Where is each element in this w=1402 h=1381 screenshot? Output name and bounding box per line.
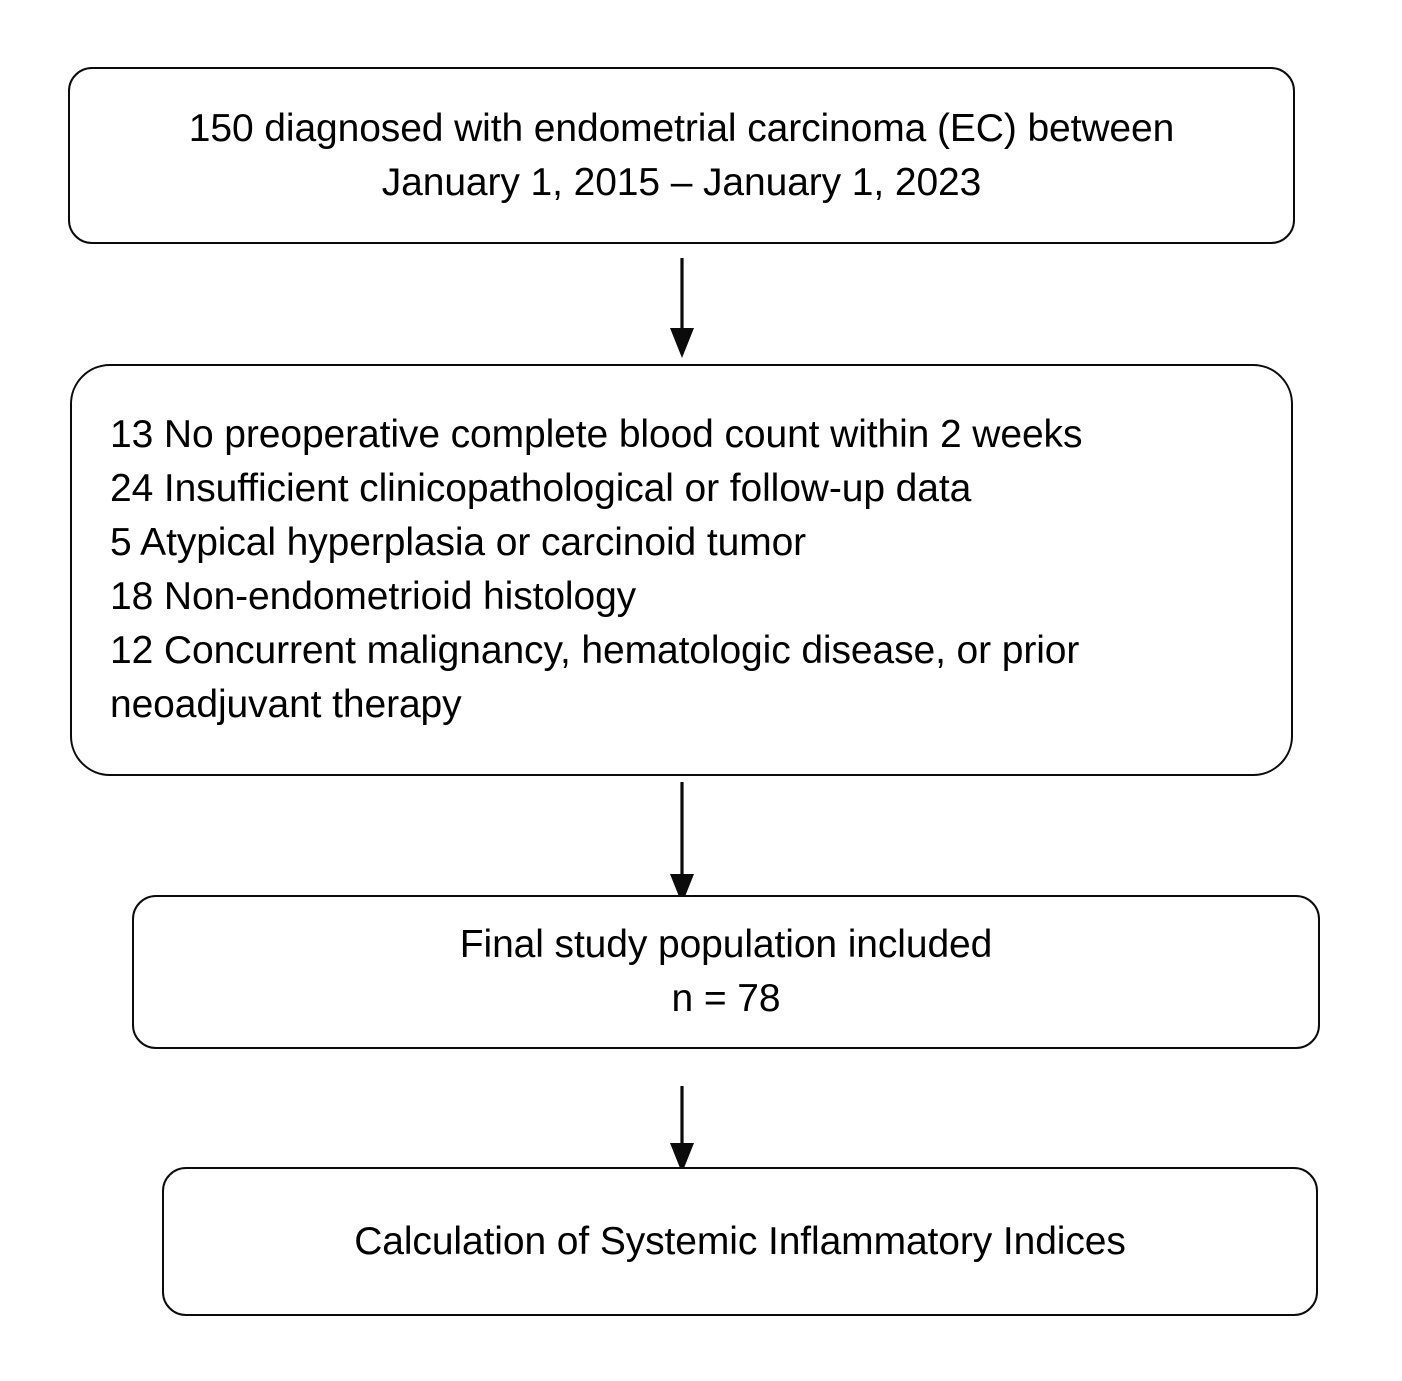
node-exclusions-line-1: 13 No preoperative complete blood count … bbox=[110, 413, 1083, 456]
node-exclusions-line-3: 5 Atypical hyperplasia or carcinoid tumo… bbox=[110, 521, 807, 564]
connector-enrollment-to-exclusions bbox=[670, 258, 694, 358]
flowchart-node-exclusions: 13 No preoperative complete blood count … bbox=[70, 364, 1293, 776]
flowchart-node-enrollment: 150 diagnosed with endometrial carcinoma… bbox=[68, 67, 1295, 244]
node-exclusions-line-2: 24 Insufficient clinicopathological or f… bbox=[110, 467, 972, 510]
flowchart-node-calculation: Calculation of Systemic Inflammatory Ind… bbox=[162, 1167, 1318, 1316]
node-final-population-line-2: n = 78 bbox=[671, 977, 781, 1020]
connector-exclusions-to-final-population bbox=[670, 782, 694, 904]
node-final-population-line-1: Final study population included bbox=[459, 923, 993, 966]
flowchart-node-final-population: Final study population included n = 78 bbox=[132, 895, 1320, 1049]
connector-final-population-to-calculation bbox=[670, 1086, 694, 1173]
node-enrollment-line-2: January 1, 2015 – January 1, 2023 bbox=[381, 160, 982, 204]
node-exclusions-line-5: 12 Concurrent malignancy, hematologic di… bbox=[110, 629, 1080, 672]
node-calculation-line-1: Calculation of Systemic Inflammatory Ind… bbox=[354, 1219, 1126, 1263]
node-exclusions-line-6: neoadjuvant therapy bbox=[110, 683, 462, 726]
node-enrollment-line-1: 150 diagnosed with endometrial carcinoma… bbox=[188, 106, 1175, 150]
node-exclusions-line-4: 18 Non-endometrioid histology bbox=[110, 575, 637, 618]
